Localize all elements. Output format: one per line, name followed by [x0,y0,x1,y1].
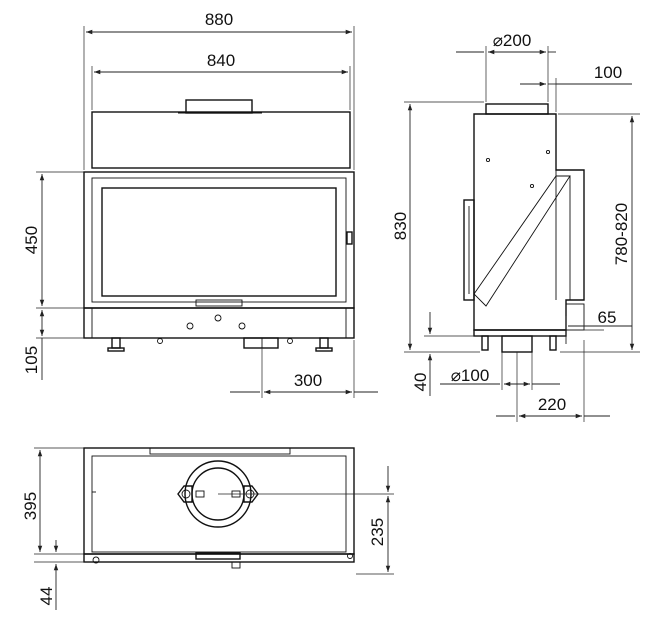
dim-side-foot-height: 40 [411,373,430,392]
dim-top-front-step: 44 [37,587,56,606]
front-flue-collar [185,99,253,114]
side-door-edge [463,199,475,301]
dim-top-center-offset: 235 [368,518,387,546]
dim-side-adjust-height: 780-820 [612,203,631,265]
dim-side-top-offset: 100 [594,63,622,82]
side-foot-front [481,335,489,351]
side-flue-collar [485,103,549,115]
side-air-inlet [501,335,533,353]
dim-front-glass-height: 450 [22,226,41,254]
side-body [473,113,585,331]
dim-side-bottom-step: 65 [598,308,617,327]
front-foot-right-pad [315,347,333,352]
dim-top-depth: 395 [21,492,40,520]
front-door-handle [346,231,353,245]
front-hood [91,111,351,169]
front-air-outlet [243,337,279,349]
dim-front-outer-width: 880 [205,10,233,29]
top-front-lip [83,553,355,563]
front-foot-left-pad [107,347,125,352]
dim-side-air-offset: 220 [538,395,566,414]
front-glass [101,187,337,297]
top-view: 395 44 235 [21,447,394,610]
dim-front-inner-width: 840 [207,51,235,70]
side-foot-rear [549,335,557,351]
front-foot-right [319,337,329,349]
dim-side-flue-diameter: ⌀200 [493,31,532,50]
dim-side-air-diameter: ⌀100 [451,366,490,385]
top-body [83,447,355,555]
dim-front-base-height: 105 [22,346,41,374]
dim-front-outlet-offset: 300 [294,371,322,390]
front-view: 880 840 450 105 300 [22,10,378,398]
dim-side-total-height: 830 [391,212,410,240]
front-base [83,307,355,339]
front-door-frame [83,171,355,309]
side-view: ⌀200 100 830 780-820 65 40 ⌀100 [391,31,640,422]
front-foot-left [111,337,121,349]
